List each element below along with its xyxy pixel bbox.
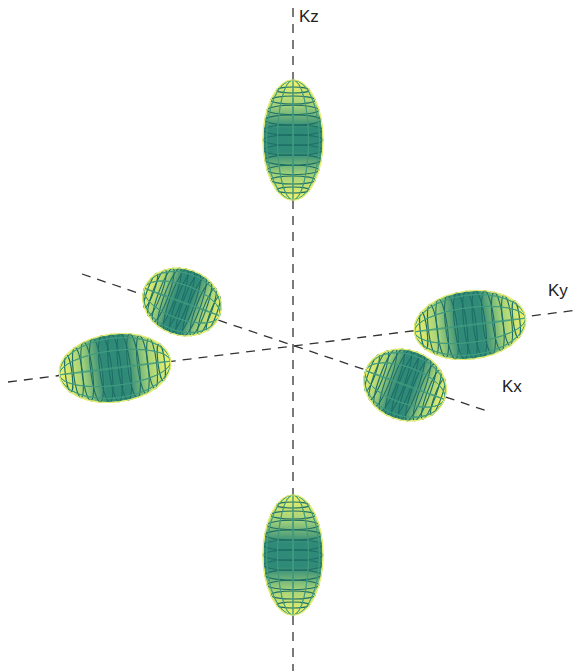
valley-ellipsoid [263, 80, 323, 200]
ellipsoid-body [410, 284, 529, 365]
valley-ellipsoid [410, 284, 529, 365]
valley-ellipsoid [263, 495, 323, 615]
ellipsoid-outline [263, 495, 323, 615]
wire-meridian [267, 495, 320, 615]
wire-meridian [139, 272, 226, 331]
wire-ring [418, 368, 445, 420]
wire-ring [263, 125, 322, 136]
ellipsoid-outline [263, 80, 323, 200]
wire-meridian [144, 288, 220, 316]
wire-meridian [293, 495, 294, 615]
wire-ring [265, 570, 322, 580]
wire-meridian [293, 80, 294, 200]
wire-ring [263, 560, 322, 571]
wire-meridian [139, 272, 226, 331]
wire-meridian [278, 80, 309, 200]
wire-ring [265, 115, 322, 125]
wire-meridian [414, 318, 525, 333]
wire-ring [263, 540, 322, 551]
wire-ring [263, 135, 323, 146]
ellipsoid-body [354, 338, 457, 433]
wire-meridian [267, 495, 320, 615]
valley-ellipsoid [55, 327, 174, 408]
ellipsoid-outline [354, 338, 457, 433]
ellipsoid-body [263, 80, 323, 200]
axis-label: Kz [297, 8, 321, 25]
wire-meridian [365, 370, 444, 400]
axis-label: Kx [500, 378, 524, 395]
wire-meridian [267, 80, 320, 200]
wire-meridian [267, 80, 320, 200]
wire-ring [265, 530, 322, 540]
ellipsoid-body [55, 327, 174, 408]
ellipsoid-outline [55, 327, 174, 408]
wire-meridian [59, 361, 170, 376]
valley-ellipsoid [354, 338, 457, 433]
ellipsoid-body [263, 495, 323, 615]
axis-label: Ky [546, 282, 570, 299]
wire-meridian [134, 261, 229, 343]
wire-meridian [134, 261, 229, 343]
wire-ring [263, 145, 322, 156]
ellipsoid-group [55, 80, 529, 615]
ellipsoid-body [133, 257, 231, 346]
axes [8, 8, 578, 671]
wire-meridian [359, 354, 450, 417]
wire-meridian [355, 342, 455, 429]
wire-meridian [278, 495, 309, 615]
wire-ring [265, 155, 322, 165]
ellipsoid-outline [133, 257, 231, 346]
wire-meridian [359, 354, 450, 417]
wire-meridian [278, 495, 309, 615]
wire-ring [194, 286, 219, 335]
valley-ellipsoid [133, 257, 231, 346]
wire-meridian [278, 80, 309, 200]
ellipsoid-outline [410, 284, 529, 365]
wire-meridian [355, 342, 455, 429]
wire-ring [263, 550, 323, 561]
